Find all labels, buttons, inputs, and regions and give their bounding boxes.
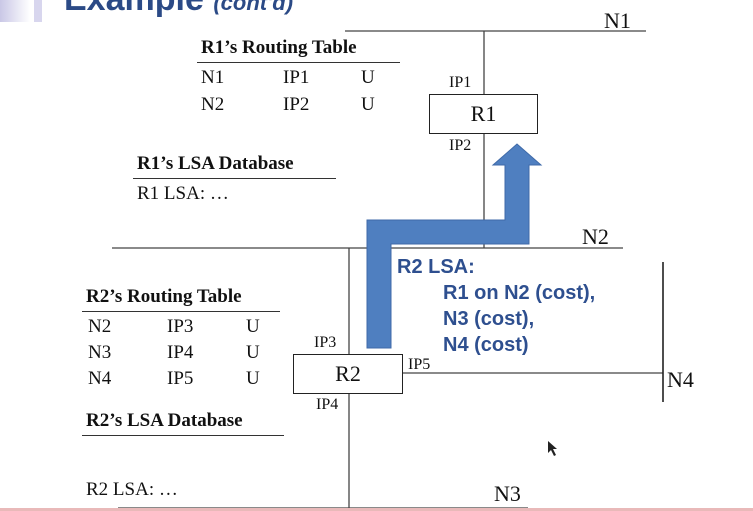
r1-routing-table-underline (197, 62, 400, 63)
r1-ip-bottom: IP2 (449, 137, 472, 154)
r1-table-row-2-status: U (361, 94, 375, 115)
r2-lsa-message-line-3: N4 (cost) (443, 334, 529, 356)
r2-lsa-message-title: R2 LSA: (397, 256, 475, 278)
r1-table-row-1-interface: IP1 (283, 67, 310, 88)
router-r2: R2 (293, 354, 403, 394)
r2-lsa-message-line-2: N3 (cost), (443, 308, 535, 330)
slide-title: Example (cont'd) (64, 0, 293, 19)
network-label-n4: N4 (667, 367, 694, 392)
r2-table-row-1-network: N2 (88, 316, 112, 337)
network-label-n3: N3 (494, 481, 521, 506)
lsa-flood-arrow (366, 143, 543, 349)
r2-lsa-database-underline (82, 435, 284, 436)
r2-table-row-1-status: U (246, 316, 260, 337)
r1-table-row-1-status: U (361, 67, 375, 88)
router-r1: R1 (429, 94, 538, 134)
r2-ip-right: IP5 (408, 356, 431, 373)
r1-lsa-database-underline (133, 178, 336, 179)
r2-ip-top: IP3 (314, 334, 337, 351)
r1-table-row-1-network: N1 (201, 67, 225, 88)
r2-table-row-1-interface: IP3 (167, 316, 194, 337)
r2-lsa-message: R2 LSA: R1 on N2 (cost), N3 (cost), N4 (… (397, 254, 595, 358)
router-r1-label: R1 (470, 101, 497, 126)
header-accent (0, 0, 30, 22)
r1-lsa-database-entry: R1 LSA: … (137, 183, 229, 204)
r2-table-row-2-network: N3 (88, 342, 112, 363)
network-label-n1: N1 (604, 8, 631, 33)
r2-lsa-database-heading: R2’s LSA Database (86, 410, 243, 431)
r1-routing-table-heading: R1’s Routing Table (201, 37, 357, 58)
slide-title-main: Example (64, 0, 204, 18)
slide-header: Example (cont'd) (0, 0, 753, 22)
r2-table-row-2-interface: IP4 (167, 342, 194, 363)
r1-table-row-2-network: N2 (201, 94, 225, 115)
mouse-cursor-icon (548, 441, 557, 456)
r2-lsa-database-entry: R2 LSA: … (86, 479, 178, 500)
network-label-n2: N2 (582, 224, 609, 249)
r2-routing-table-heading: R2’s Routing Table (86, 286, 242, 307)
r2-table-row-3-interface: IP5 (167, 368, 194, 389)
header-accent-bar (34, 0, 42, 22)
slide-bottom-border (0, 508, 753, 511)
r2-ip-bottom: IP4 (316, 396, 339, 413)
r1-table-row-2-interface: IP2 (283, 94, 310, 115)
r2-table-row-3-network: N4 (88, 368, 112, 389)
r2-lsa-message-line-1: R1 on N2 (cost), (443, 282, 596, 304)
slide-title-suffix: (cont'd) (213, 0, 294, 15)
r2-routing-table-underline (82, 311, 280, 312)
r1-ip-top: IP1 (449, 74, 472, 91)
router-r2-label: R2 (335, 361, 361, 386)
r2-table-row-3-status: U (246, 368, 260, 389)
r2-table-row-2-status: U (246, 342, 260, 363)
r1-lsa-database-heading: R1’s LSA Database (137, 153, 294, 174)
